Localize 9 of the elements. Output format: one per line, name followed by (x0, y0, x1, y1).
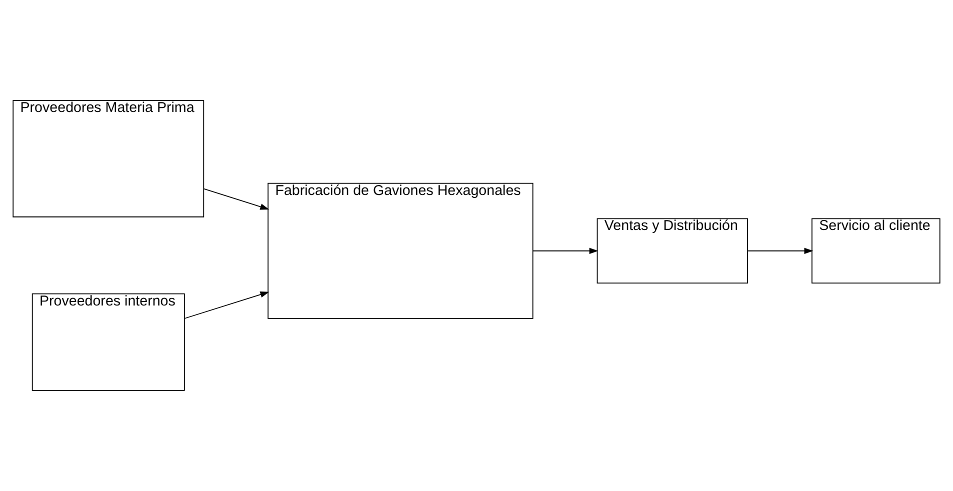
node-box: Fabricación de Gaviones Hexagonales (268, 182, 534, 319)
node-box: Servicio al cliente (812, 218, 940, 284)
arrow (203, 188, 270, 210)
node-box: Ventas y Distribución (596, 218, 748, 284)
arrow (747, 248, 814, 254)
node-box: Proveedores internos (32, 293, 185, 391)
node-box: Proveedores Materia Prima (12, 100, 204, 218)
arrow (532, 248, 598, 254)
arrow (184, 292, 270, 319)
